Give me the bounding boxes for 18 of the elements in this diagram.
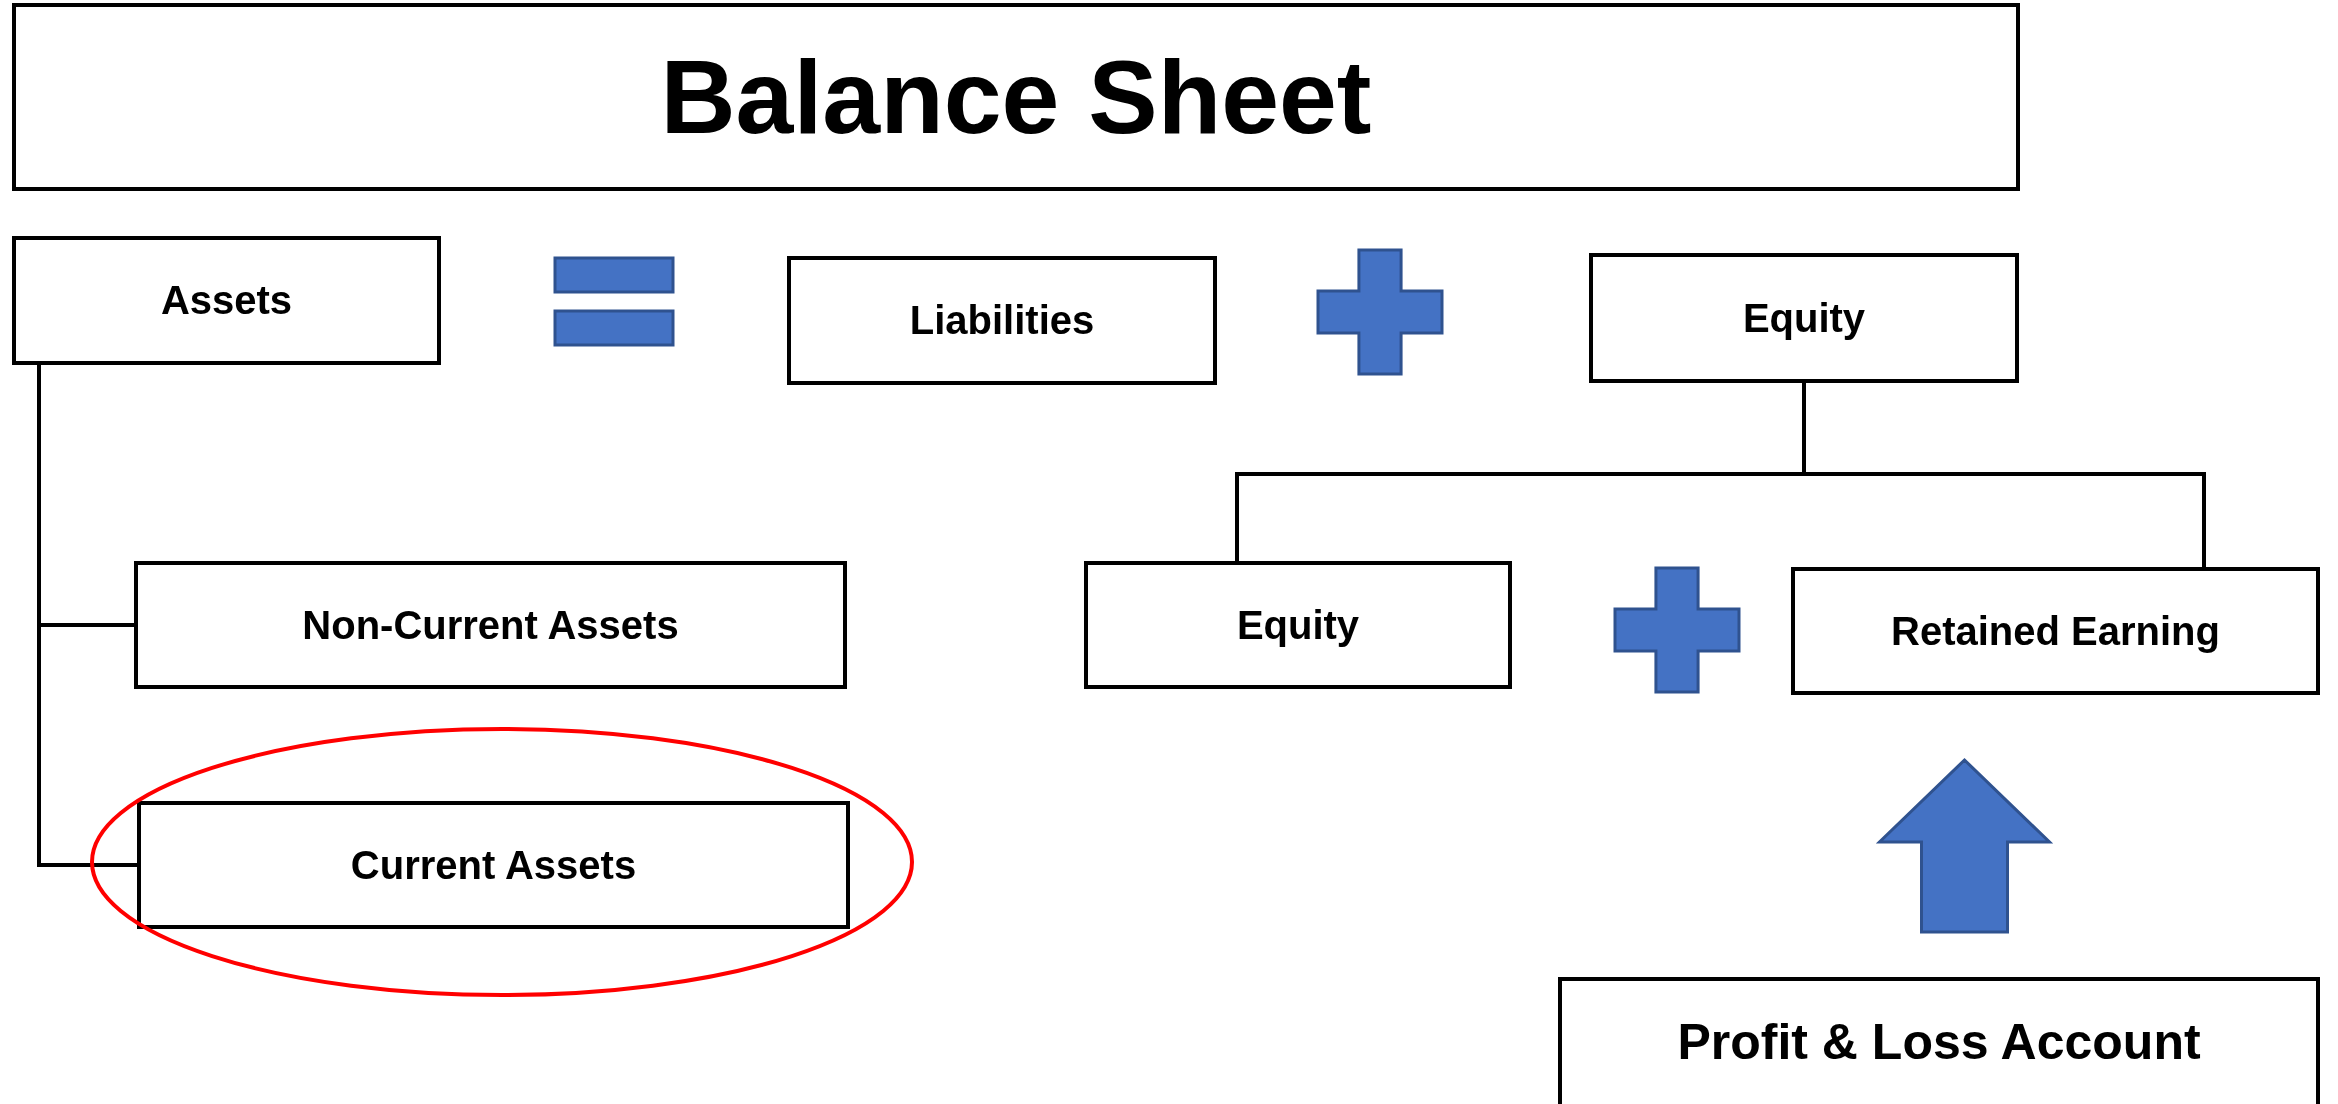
process-box [1791,567,2320,695]
box-label: Assets [160,278,293,323]
title: Balance Sheet [660,37,1372,157]
box-label: Equity [1742,295,1866,341]
block-arrow [1875,757,2054,934]
process-box [134,561,847,689]
process-box [787,256,1217,385]
box-label: Equity [1236,602,1360,648]
box-label: Current Assets [350,842,637,888]
box-label: Profit & Loss Account [1677,1013,2201,1071]
box-label: Retained Earning [1891,608,2220,654]
process-box [137,801,850,929]
process-box [12,236,441,365]
box-label: Non-Current Assets [302,602,679,648]
process-box [1589,253,2019,383]
process-box [1084,561,1512,689]
process-box [1558,977,2320,1104]
box-label: Liabilities [909,298,1095,343]
